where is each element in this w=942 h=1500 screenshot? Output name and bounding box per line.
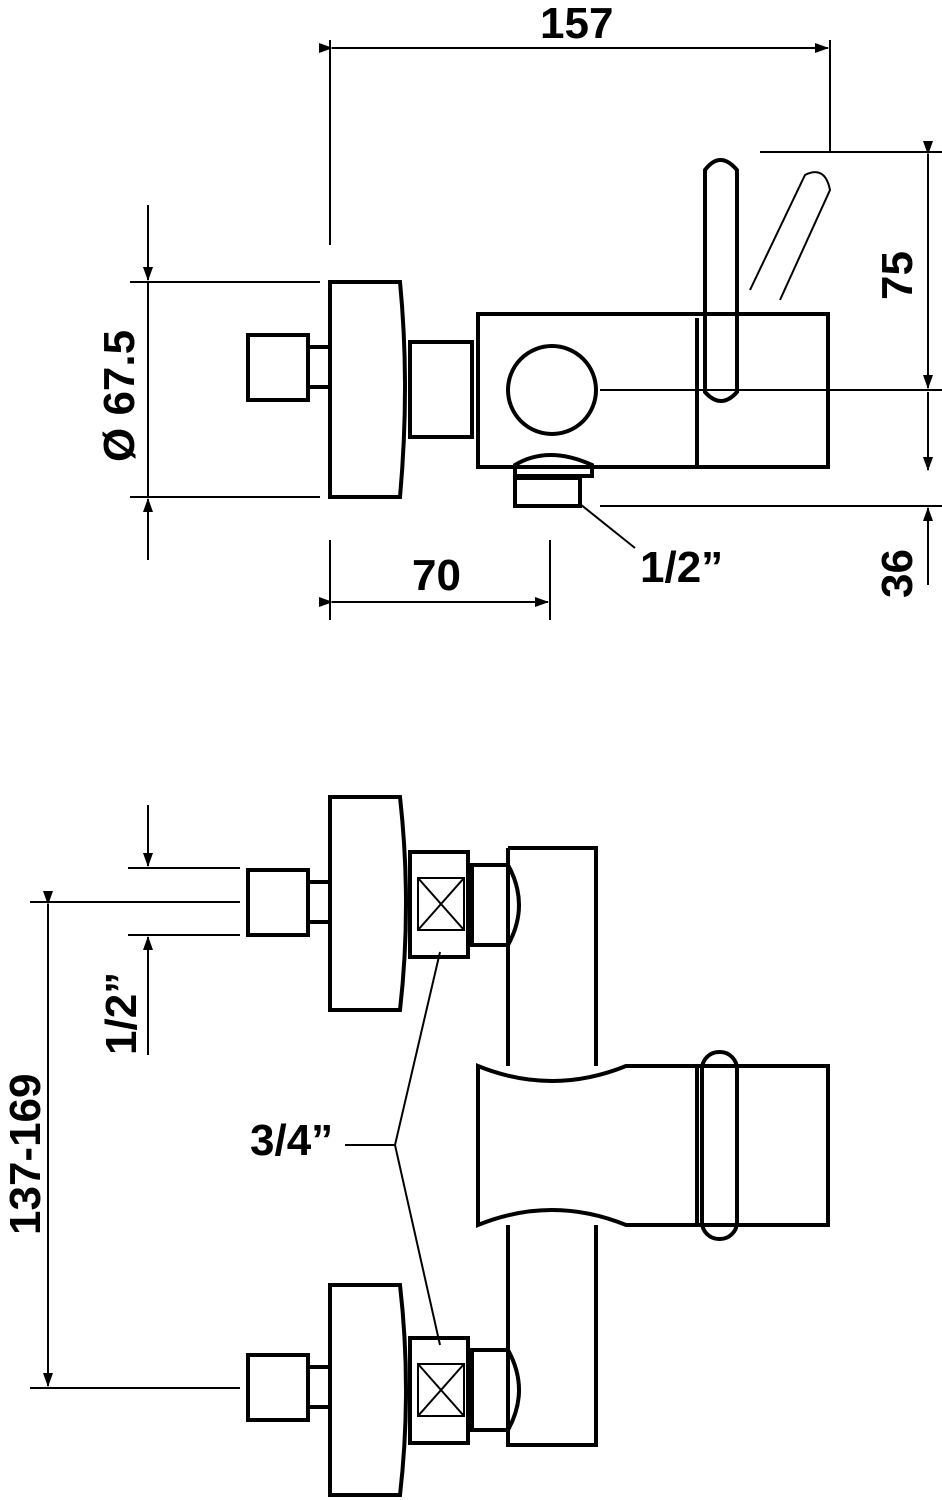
upper-inlet-thread bbox=[246, 868, 310, 937]
dim-lever-height: 75 bbox=[873, 251, 922, 300]
column-lower bbox=[506, 1225, 598, 1447]
lever-swung-outline bbox=[749, 171, 832, 301]
upper-flange bbox=[328, 795, 408, 1012]
leader-upper-nut bbox=[394, 951, 441, 1146]
dim-outlet-thread: 1/2” bbox=[97, 972, 146, 1055]
connector-neck bbox=[408, 340, 474, 439]
front-view: 1/2” 3/4” 137-169 bbox=[1, 795, 830, 1497]
lower-inlet-thread bbox=[246, 1353, 310, 1422]
inlet-neck bbox=[306, 345, 332, 389]
dim-center-distance: 137-169 bbox=[1, 1074, 50, 1235]
wall-flange bbox=[328, 280, 407, 499]
dim-flange-diameter: Ø 67.5 bbox=[95, 330, 144, 462]
mixer-body bbox=[476, 312, 830, 469]
dim-width-total: 157 bbox=[540, 0, 613, 48]
lever-vertical bbox=[703, 158, 739, 403]
leader-lower-nut bbox=[394, 1144, 441, 1346]
outlet-thread bbox=[513, 476, 582, 508]
lower-elbow bbox=[470, 1348, 521, 1432]
dim-spout-offset: 36 bbox=[873, 549, 922, 598]
dim-spout-thread: 1/2” bbox=[640, 543, 723, 592]
upper-elbow bbox=[470, 863, 521, 947]
side-view: 157 75 Ø 67.5 70 1/2” 36 bbox=[95, 0, 942, 620]
dim-projection: 70 bbox=[412, 551, 461, 600]
dim-connection-thread: 3/4” bbox=[250, 1116, 333, 1165]
lower-flange bbox=[328, 1283, 408, 1497]
column-upper bbox=[506, 846, 598, 1066]
leader-spout-thread bbox=[579, 503, 636, 549]
lever-ring bbox=[700, 1050, 739, 1241]
swivel-boss bbox=[506, 344, 598, 436]
mixer-body-front bbox=[476, 1063, 830, 1228]
inlet-thread bbox=[246, 333, 310, 402]
outlet-nut bbox=[513, 453, 594, 478]
